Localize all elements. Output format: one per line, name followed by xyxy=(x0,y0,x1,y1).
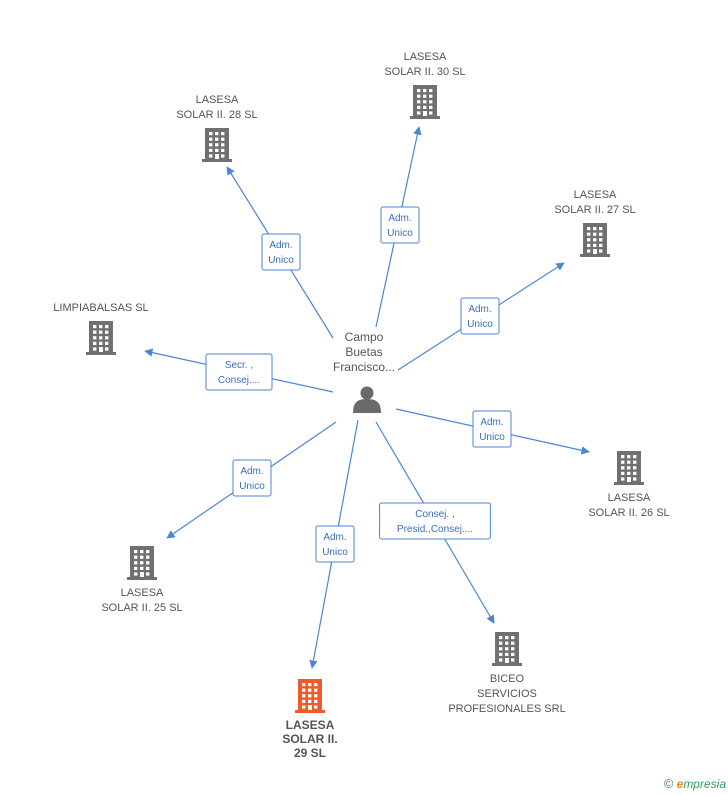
building-icon xyxy=(295,679,325,713)
brand-logo-text: mpresia xyxy=(683,777,726,791)
edge-n27[interactable]: Adm. Unico xyxy=(397,262,565,371)
company-node-n30[interactable]: LASESA SOLAR II. 30 SL xyxy=(384,51,466,119)
edge-label-text: Adm. xyxy=(480,417,503,428)
company-label: LASESA xyxy=(404,51,447,63)
company-label: SOLAR II. xyxy=(282,732,337,746)
company-label: SOLAR II. 28 SL xyxy=(176,109,257,121)
edge-label-box[interactable] xyxy=(315,525,355,563)
edge-n26[interactable]: Adm. Unico xyxy=(395,408,590,455)
building-icon xyxy=(410,85,440,119)
edge-label-text: Unico xyxy=(387,228,413,239)
company-label: SOLAR II. 26 SL xyxy=(588,507,669,519)
company-label: LASESA xyxy=(121,587,164,599)
edge-label-text: Adm. xyxy=(468,304,491,315)
edge-label-text: Unico xyxy=(268,255,294,266)
edge-n28[interactable]: Adm. Unico xyxy=(226,166,334,339)
company-label: BICEO xyxy=(490,673,525,685)
building-icon xyxy=(127,546,157,580)
company-node-n27[interactable]: LASESA SOLAR II. 27 SL xyxy=(554,189,636,257)
company-label: SERVICIOS xyxy=(477,688,537,700)
building-icon xyxy=(492,632,522,666)
edge-n30[interactable]: Adm. Unico xyxy=(375,126,422,328)
edge-label-text: Adm. xyxy=(269,240,292,251)
edge-label-text: Consej.... xyxy=(218,375,260,386)
edge-label-text: Adm. xyxy=(323,532,346,543)
edge-label-text: Presid.,Consej.... xyxy=(397,524,473,535)
person-name-label: Campo xyxy=(345,330,384,344)
person-name-label: Buetas xyxy=(345,345,382,359)
building-icon xyxy=(86,321,116,355)
company-node-n25[interactable]: LASESA SOLAR II. 25 SL xyxy=(101,546,183,614)
company-label: 29 SL xyxy=(294,746,326,760)
company-label: LIMPIABALSAS SL xyxy=(53,302,148,314)
building-icon xyxy=(580,223,610,257)
edge-n29[interactable]: Adm. Unico xyxy=(309,419,359,669)
edge-label-text: Adm. xyxy=(388,213,411,224)
empresia-footer[interactable]: © empresia xyxy=(664,776,726,791)
edge-label-box[interactable] xyxy=(261,233,301,271)
edge-label-text: Unico xyxy=(239,481,265,492)
edge-label-box[interactable] xyxy=(205,353,273,391)
company-node-n28[interactable]: LASESA SOLAR II. 28 SL xyxy=(176,94,258,162)
edge-label-box[interactable] xyxy=(232,459,272,497)
person-icon xyxy=(353,386,381,413)
company-label: PROFESIONALES SRL xyxy=(448,703,565,715)
brand-logo-e: e xyxy=(676,777,684,791)
company-label: LASESA xyxy=(608,492,651,504)
company-label: SOLAR II. 27 SL xyxy=(554,204,635,216)
edge-label-text: Unico xyxy=(322,547,348,558)
building-icon xyxy=(202,128,232,162)
building-icon xyxy=(614,451,644,485)
company-node-n26[interactable]: LASESA SOLAR II. 26 SL xyxy=(588,451,670,519)
company-label: SOLAR II. 25 SL xyxy=(101,602,182,614)
edge-label-box[interactable] xyxy=(460,297,500,335)
company-label: LASESA xyxy=(574,189,617,201)
person-name-label: Francisco... xyxy=(333,360,395,374)
edge-label-text: Secr. , xyxy=(225,360,253,371)
center-node[interactable]: CampoBuetasFrancisco... xyxy=(333,330,395,413)
edge-label-text: Unico xyxy=(479,432,505,443)
edge-n25[interactable]: Adm. Unico xyxy=(166,421,337,539)
edge-nbiceo[interactable]: Consej. , Presid.,Consej.... xyxy=(375,421,495,624)
company-node-nlimp[interactable]: LIMPIABALSAS SL xyxy=(53,302,149,355)
edge-label-text: Consej. , xyxy=(415,509,454,520)
edge-nlimp[interactable]: Secr. , Consej.... xyxy=(144,348,334,393)
edge-label-box[interactable] xyxy=(472,410,512,448)
company-label: SOLAR II. 30 SL xyxy=(384,66,465,78)
company-label: LASESA xyxy=(286,718,335,732)
copyright-symbol: © xyxy=(663,776,674,791)
nodes-layer: LASESA SOLAR II. 30 SL LASESA SOLAR II. 28 … xyxy=(53,51,669,760)
edge-label-box[interactable] xyxy=(380,206,420,244)
company-label: LASESA xyxy=(196,94,239,106)
edge-label-text: Unico xyxy=(467,319,493,330)
edge-label-text: Adm. xyxy=(240,466,263,477)
edge-label-box[interactable] xyxy=(379,502,491,540)
company-node-nbiceo[interactable]: BICEO SERVICIOS PROFESIONALES SRL xyxy=(448,632,566,715)
